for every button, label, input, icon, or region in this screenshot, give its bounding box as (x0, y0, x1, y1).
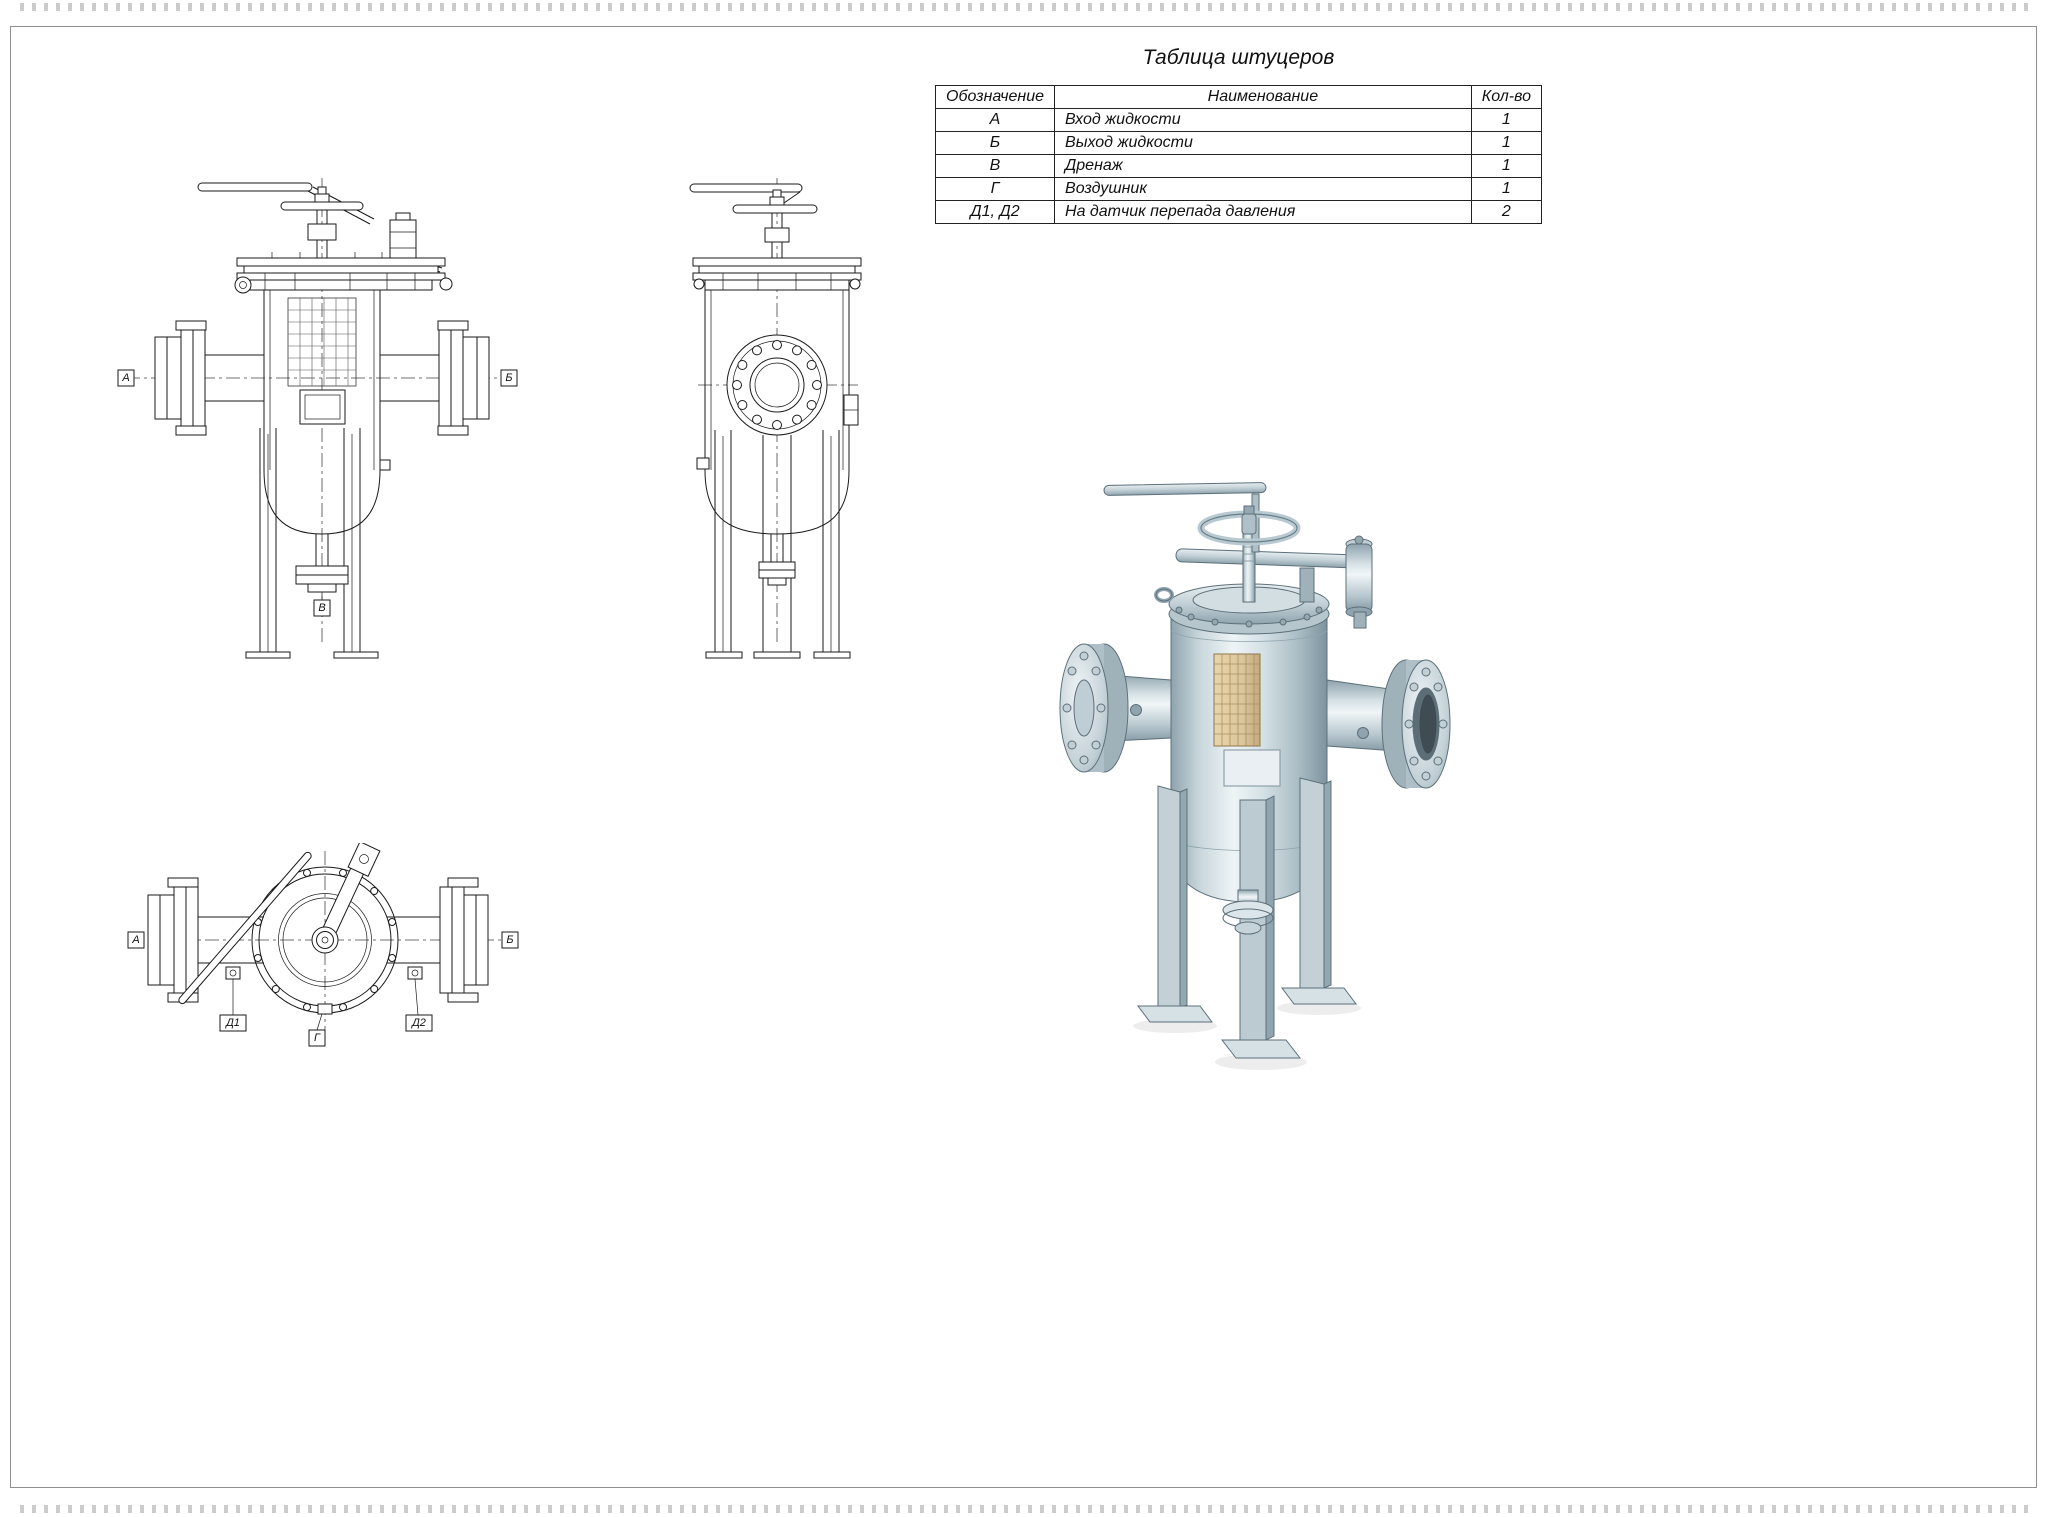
table-row: Д1, Д2 На датчик перепада давления 2 (934, 200, 1543, 224)
cell-designation: А (934, 108, 1056, 132)
header-designation: Обозначение (934, 85, 1056, 109)
iso-sensor-boss-d1 (1130, 704, 1142, 716)
side-flange-bolts (732, 340, 822, 430)
top-label-outlet: Б (501, 931, 519, 949)
side-davit-assembly (689, 183, 818, 258)
scan-artifact-bottom (20, 1505, 2028, 1513)
scan-artifact-top (20, 3, 2028, 11)
table-row: Б Выход жидкости 1 (934, 131, 1543, 155)
front-label-inlet: А (117, 369, 135, 387)
top-sensor-fittings (225, 966, 423, 1031)
front-label-inlet-text: А (121, 372, 129, 384)
header-qty: Кол-во (1470, 85, 1543, 109)
top-label-inlet: А (127, 931, 145, 949)
table-row: А Вход жидкости 1 (934, 108, 1543, 132)
iso-drain-nozzle (1222, 889, 1274, 935)
cell-qty: 1 (1470, 131, 1543, 155)
top-label-sensor2: Д2 (405, 1014, 433, 1032)
sheet-border (10, 26, 2037, 1488)
iso-davit-assembly (1103, 482, 1373, 629)
front-vessel-shell (263, 290, 391, 535)
cell-qty: 2 (1470, 200, 1543, 224)
cell-designation: Б (934, 131, 1056, 155)
cell-qty: 1 (1470, 177, 1543, 201)
cell-name: Вход жидкости (1054, 108, 1472, 132)
iso-right-flange-bolts (1404, 667, 1448, 781)
top-label-sensor2-text: Д2 (410, 1017, 426, 1029)
side-drain-nozzle (758, 534, 796, 586)
side-flange-face (726, 334, 828, 436)
cell-designation: Г (934, 177, 1056, 201)
iso-davit-arm (1175, 548, 1367, 569)
table-header-row: Обозначение Наименование Кол-во (934, 85, 1543, 109)
nozzle-table: Таблица штуцеров Обозначение Наименовани… (934, 46, 1543, 224)
top-davit-arm (178, 843, 381, 1005)
cell-name: Выход жидкости (1054, 131, 1472, 155)
front-basket-grid (288, 298, 356, 386)
front-cover (234, 252, 453, 294)
side-vessel-shell (696, 290, 859, 535)
iso-left-nozzle (1059, 643, 1172, 773)
cell-qty: 1 (1470, 108, 1543, 132)
top-label-outlet-text: Б (506, 934, 513, 946)
iso-right-nozzle (1326, 659, 1451, 789)
iso-actuator (1345, 543, 1373, 613)
iso-left-flange-bolts (1062, 651, 1106, 765)
table-row: Г Воздушник 1 (934, 177, 1543, 201)
front-label-outlet-text: Б (505, 372, 512, 384)
top-view-drawing: А Б Д1 Г Д2 (127, 843, 519, 1047)
iso-cover-bolts (1175, 606, 1323, 628)
nozzle-table-grid: Обозначение Наименование Кол-во А Вход ж… (934, 85, 1543, 224)
front-label-drain: В (313, 599, 331, 617)
top-right-nozzle (387, 877, 489, 1003)
front-davit-assembly (197, 182, 443, 273)
front-right-nozzle (380, 320, 490, 436)
cell-qty: 1 (1470, 154, 1543, 178)
table-row: В Дренаж 1 (934, 154, 1543, 178)
header-name: Наименование (1054, 85, 1472, 109)
top-label-sensor1: Д1 (219, 1014, 247, 1032)
front-drain-nozzle (295, 534, 349, 600)
table-title: Таблица штуцеров (1142, 46, 1335, 69)
cell-name: Воздушник (1054, 177, 1472, 201)
side-support-legs (705, 430, 851, 659)
cell-name: На датчик перепада давления (1054, 200, 1472, 224)
top-label-inlet-text: А (131, 934, 139, 946)
front-label-drain-text: В (318, 602, 325, 614)
front-support-legs (245, 428, 379, 659)
iso-support-legs (1137, 777, 1357, 1059)
front-view-drawing: А Б В (117, 178, 518, 659)
iso-basket-window (1213, 653, 1281, 787)
iso-handle-bar (1103, 482, 1267, 496)
front-sight-box (299, 389, 346, 425)
top-label-sensor1-text: Д1 (224, 1017, 240, 1029)
top-left-nozzle (147, 877, 264, 1003)
top-label-vent: Г (308, 1029, 326, 1047)
front-left-nozzle (154, 320, 264, 436)
side-cover (692, 257, 862, 291)
cell-designation: В (934, 154, 1056, 178)
side-view-drawing (689, 178, 862, 659)
iso-render (1059, 482, 1451, 1070)
iso-sensor-boss-d2 (1357, 727, 1369, 739)
front-label-outlet: Б (500, 369, 518, 387)
iso-arm-bracket (1299, 567, 1315, 603)
iso-sight-plate (1223, 749, 1281, 787)
cell-designation: Д1, Д2 (934, 200, 1056, 224)
top-label-vent-text: Г (314, 1032, 321, 1044)
cell-name: Дренаж (1054, 154, 1472, 178)
iso-wheel-hub (1241, 513, 1257, 535)
